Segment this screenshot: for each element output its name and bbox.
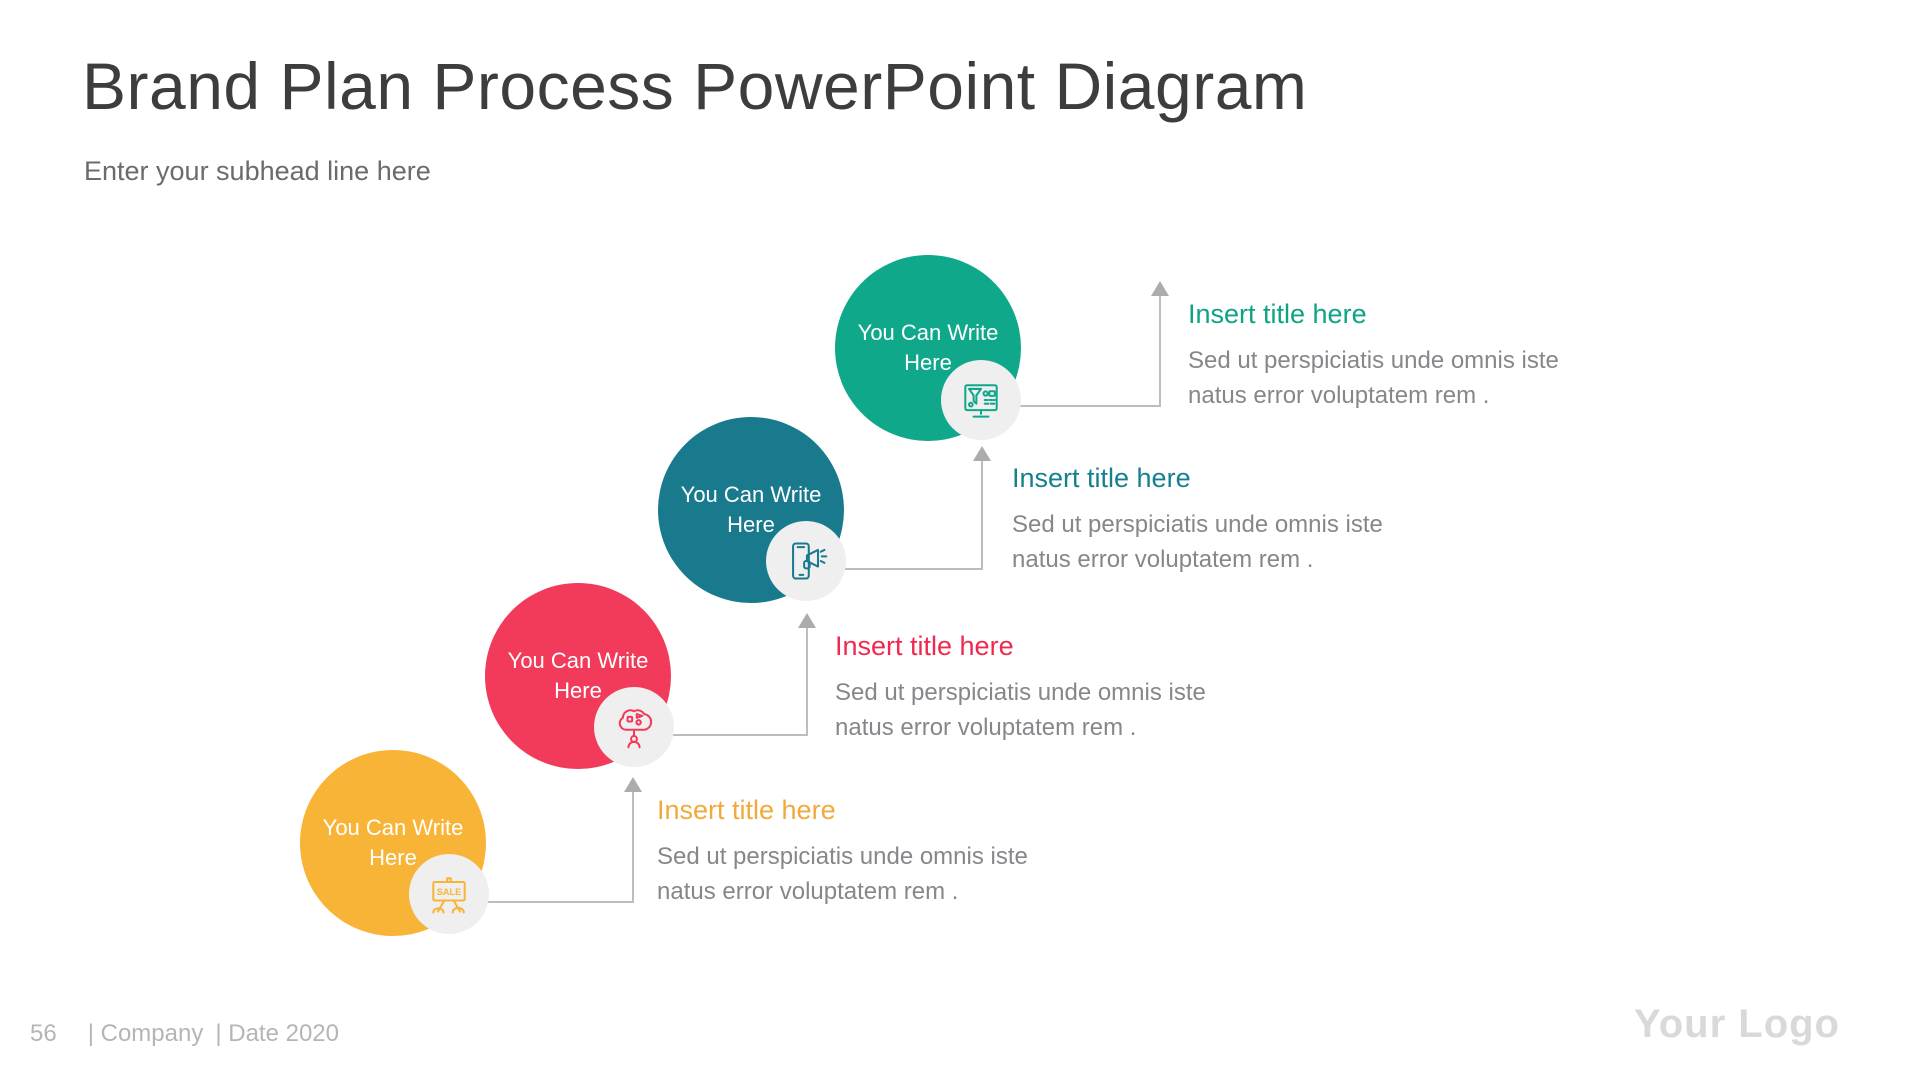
step-icon-badge [594, 687, 674, 767]
step-title: Insert title here [657, 795, 836, 825]
connector-vertical-line [981, 459, 983, 570]
connector-vertical-line [1159, 294, 1161, 407]
connector-horizontal-line [670, 734, 807, 736]
brand-tree-icon [618, 709, 653, 749]
step-circle: You Can Write Here [485, 583, 671, 769]
step-body: Sed ut perspiciatis unde omnis iste natu… [835, 679, 1206, 741]
funnel-monitor-icon [964, 384, 998, 418]
connector-horizontal-line [485, 901, 633, 903]
step-body: Sed ut perspiciatis unde omnis iste natu… [1188, 347, 1559, 409]
step-icon-badge [941, 360, 1021, 440]
step-text-block: Insert title here Sed ut perspiciatis un… [1012, 461, 1412, 577]
connector-horizontal-line [1017, 405, 1160, 407]
page-number: 56 [30, 1020, 57, 1047]
step-text-block: Insert title here Sed ut perspiciatis un… [1188, 297, 1588, 413]
connector-vertical-line [632, 790, 634, 903]
arrow-up-icon [1151, 281, 1169, 296]
sale-sign-icon: SALE [432, 877, 466, 914]
footer: 56 | Company | Date 2020 [30, 1020, 339, 1048]
step-icon-badge [766, 521, 846, 601]
connector-horizontal-line [842, 568, 982, 570]
arrow-up-icon [624, 777, 642, 792]
arrow-up-icon [973, 446, 991, 461]
step-title: Insert title here [1012, 463, 1191, 493]
step-circle-label: You Can Write Here [507, 648, 649, 703]
step-text-block: Insert title here Sed ut perspiciatis un… [657, 793, 1057, 909]
footer-company: | Company [87, 1020, 204, 1047]
page-subtitle: Enter your subhead line here [84, 156, 431, 186]
step-body: Sed ut perspiciatis unde omnis iste natu… [657, 843, 1028, 905]
svg-text:SALE: SALE [437, 887, 462, 897]
step-circle-label: You Can Write Here [680, 482, 822, 537]
footer-date: | Date 2020 [215, 1020, 339, 1047]
step-title: Insert title here [835, 631, 1014, 661]
step-body: Sed ut perspiciatis unde omnis iste natu… [1012, 511, 1383, 573]
step-icon-badge: SALE [409, 854, 489, 934]
mobile-megaphone-icon [792, 542, 828, 580]
footer-logo: Your Logo [1634, 1002, 1840, 1046]
connector-vertical-line [806, 626, 808, 736]
step-text-block: Insert title here Sed ut perspiciatis un… [835, 629, 1235, 745]
page-title: Brand Plan Process PowerPoint Diagram [82, 49, 1308, 123]
arrow-up-icon [798, 613, 816, 628]
step-circle-label: You Can Write Here [857, 320, 999, 375]
step-circle-label: You Can Write Here [322, 815, 464, 870]
step-title: Insert title here [1188, 299, 1367, 329]
